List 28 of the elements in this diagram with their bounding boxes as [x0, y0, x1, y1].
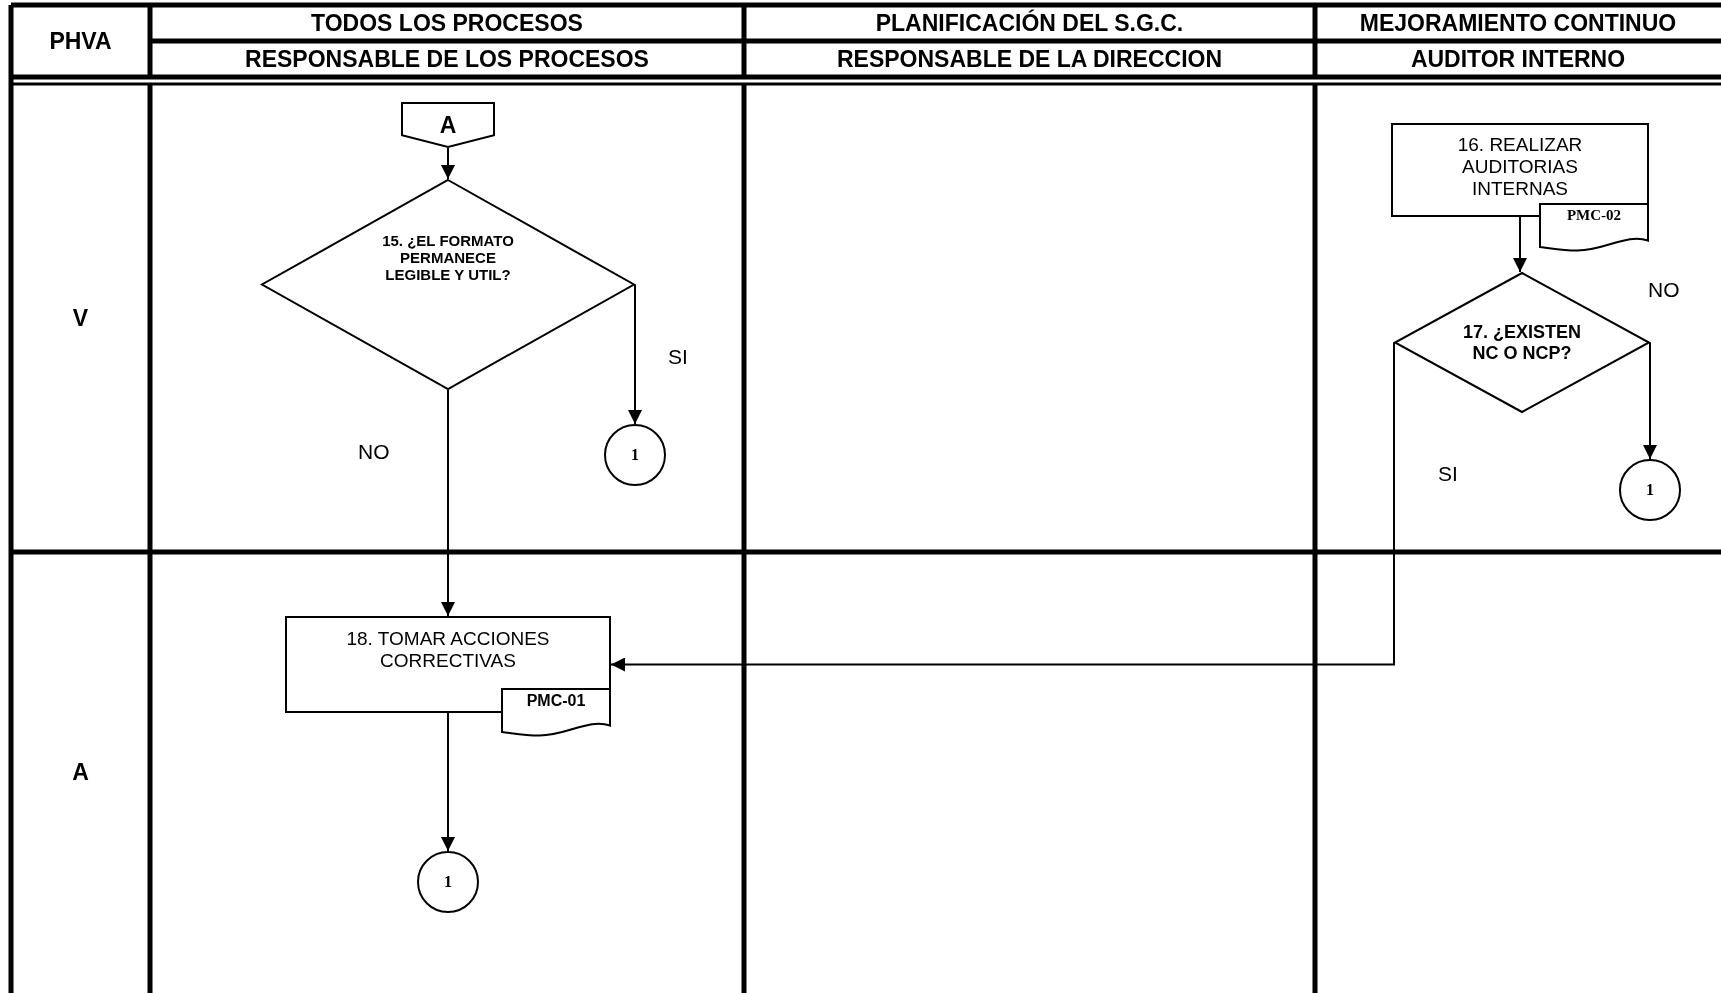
edge-label: SI — [668, 345, 688, 369]
arrow — [441, 147, 455, 180]
arrow — [1643, 341, 1657, 460]
column-header: TODOS LOS PROCESOS — [311, 9, 583, 37]
column-header: RESPONSABLE DE LOS PROCESOS — [245, 45, 649, 73]
connector-circle: 1 — [1619, 459, 1681, 521]
edge-label: NO — [1648, 278, 1680, 302]
row-label: V — [72, 304, 89, 332]
arrow — [610, 341, 1395, 672]
connector-circle: 1 — [604, 424, 666, 486]
column-header: PLANIFICACIÓN DEL S.G.C. — [875, 9, 1184, 37]
edge-label: NO — [358, 440, 390, 464]
connector-circle: 1 — [417, 851, 479, 913]
column-header: MEJORAMIENTO CONTINUO — [1359, 9, 1677, 37]
decision-diamond: 15. ¿EL FORMATO PERMANECE LEGIBLE Y UTIL? — [261, 179, 635, 390]
column-header: AUDITOR INTERNO — [1410, 45, 1626, 73]
decision-diamond: 17. ¿EXISTEN NC O NCP? — [1394, 272, 1650, 413]
column-header: PHVA — [49, 27, 112, 55]
edge-label: SI — [1438, 462, 1458, 486]
arrow — [441, 389, 455, 617]
document-shape: PMC-01 — [501, 688, 611, 738]
row-label: A — [72, 759, 89, 786]
arrow — [441, 712, 455, 852]
arrow — [628, 283, 642, 425]
column-header: RESPONSABLE DE LA DIRECCION — [836, 45, 1223, 73]
arrow — [1513, 216, 1527, 273]
document-shape: PMC-02 — [1539, 203, 1649, 253]
off-page-connector: A — [401, 102, 495, 148]
